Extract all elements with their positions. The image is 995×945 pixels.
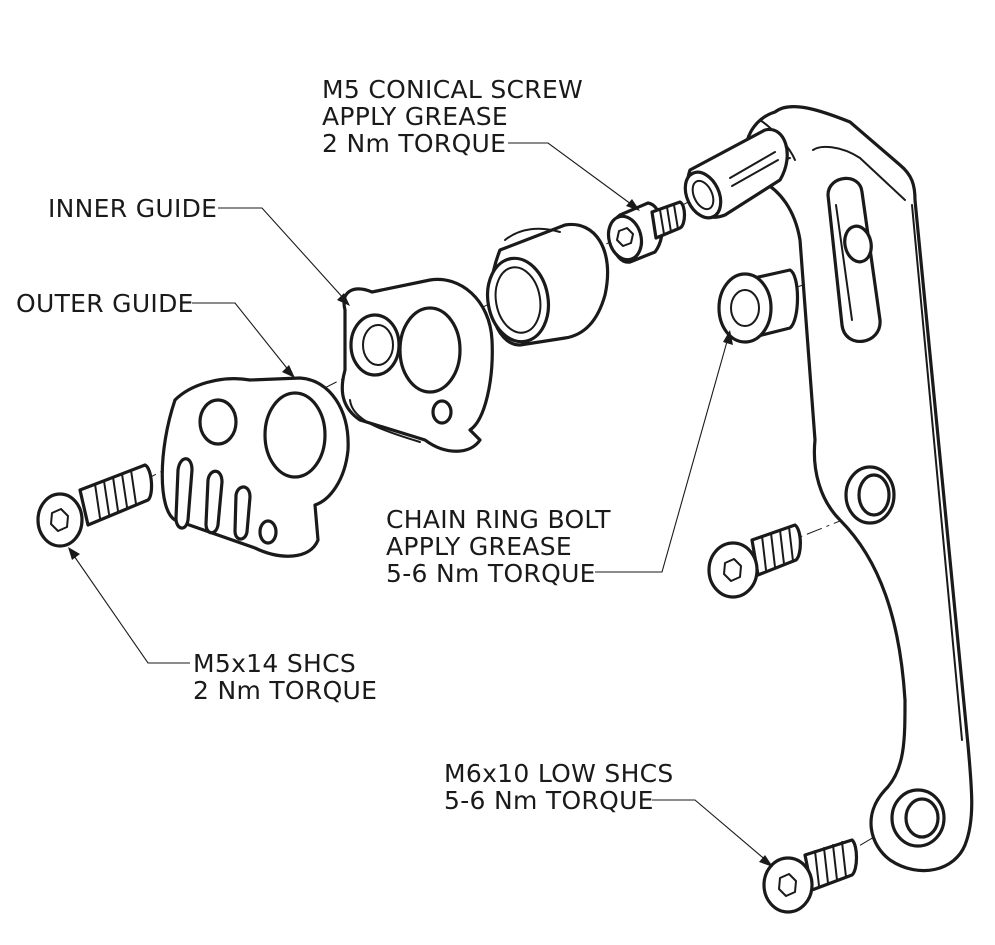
- chain-ring-bolt-head: [717, 272, 773, 344]
- callout-m6x10-line-2: 5-6 Nm TORQUE: [444, 786, 654, 815]
- arrow-outer-guide: [282, 365, 295, 378]
- m6-lower-head: [762, 856, 814, 914]
- leader-lines: [68, 142, 773, 867]
- outer-guide-slot-2: [204, 469, 224, 535]
- conical-screw-face: [606, 214, 644, 262]
- callout-m6x10-line-1: M6x10 LOW SHCS: [444, 759, 674, 788]
- arrow-chain-ring-bolt: [723, 330, 733, 345]
- bracket-top-edge: [812, 145, 906, 201]
- sleeve-slit-2: [731, 159, 779, 187]
- outer-guide-slot-1: [174, 457, 194, 530]
- callout-conical-screw: M5 CONICAL SCREW APPLY GREASE 2 Nm TORQU…: [322, 75, 583, 158]
- leader-outer-guide: [192, 302, 291, 373]
- inner-guide-lower-edge: [349, 399, 421, 443]
- m6x10-low-shcs-lower: [762, 838, 859, 914]
- callout-m5x14-shcs: M5x14 SHCS 2 Nm TORQUE: [193, 649, 377, 705]
- arrow-inner-guide: [337, 293, 350, 306]
- bushing-lip: [504, 227, 561, 241]
- sleeve-slit: [729, 151, 776, 179]
- m6-lower-threads: [814, 841, 847, 887]
- outer-guide-hole-center: [263, 391, 327, 479]
- outer-guide-hole-upper: [198, 398, 238, 446]
- m5-conical-screw: [606, 200, 687, 264]
- m5-shcs-head: [36, 492, 84, 548]
- m6x10-low-shcs-upper: [707, 523, 802, 599]
- callout-outer-guide: OUTER GUIDE: [16, 289, 194, 318]
- leader-conical-screw: [508, 142, 636, 208]
- bushing-spacer: [485, 222, 610, 347]
- m6-upper-head: [707, 541, 759, 599]
- inner-guide-hole-left-outer: [349, 313, 401, 377]
- callout-chain-ring-bolt-line-1: CHAIN RING BOLT: [386, 505, 611, 534]
- m5-shcs-threads: [94, 469, 137, 519]
- callout-chain-ring-bolt: CHAIN RING BOLT APPLY GREASE 5-6 Nm TORQ…: [386, 505, 611, 588]
- m6-lower-hex-socket: [778, 873, 797, 897]
- callout-conical-screw-line-3: 2 Nm TORQUE: [322, 129, 506, 158]
- outer-guide-part: [160, 376, 350, 558]
- leader-m5x14: [71, 552, 190, 664]
- m6-upper-thread-body: [750, 523, 802, 577]
- chain-ring-bolt: [717, 268, 800, 344]
- m6-upper-hex-socket: [723, 558, 742, 582]
- callout-m5x14-line-2: 2 Nm TORQUE: [193, 676, 377, 705]
- m5x14-shcs-screw: [36, 463, 154, 548]
- leader-chain-ring-bolt: [595, 337, 729, 573]
- arrow-conical-screw: [626, 199, 640, 211]
- inner-guide-small-hole: [431, 399, 453, 425]
- conical-screw-hex-socket: [616, 227, 634, 247]
- leader-m6x10: [652, 799, 769, 863]
- bushing-bore: [494, 266, 542, 334]
- callout-inner-guide: INNER GUIDE: [48, 194, 217, 223]
- conical-screw-threads: [659, 204, 679, 235]
- outer-guide-small-hole: [258, 519, 278, 545]
- inner-guide-hole-left-inner: [362, 324, 394, 366]
- m5-shcs-hex-socket: [50, 508, 69, 532]
- arrow-m5x14: [68, 547, 80, 560]
- inner-guide-hole-center: [398, 306, 462, 394]
- callout-conical-screw-line-2: APPLY GREASE: [322, 102, 508, 131]
- callout-m6x10-low-shcs: M6x10 LOW SHCS 5-6 Nm TORQUE: [444, 759, 674, 815]
- callout-chain-ring-bolt-line-3: 5-6 Nm TORQUE: [386, 559, 596, 588]
- outer-guide-slot-3: [233, 485, 252, 541]
- arrow-m6x10: [759, 855, 773, 867]
- callout-conical-screw-line-1: M5 CONICAL SCREW: [322, 75, 583, 104]
- mounting-bracket: [744, 105, 974, 873]
- bracket-hole-lower-inner: [904, 797, 940, 839]
- m6-upper-threads: [761, 526, 794, 571]
- inner-guide-part: [340, 277, 494, 453]
- bracket-hole-upper: [843, 224, 873, 264]
- conical-sleeve: [683, 127, 789, 220]
- slot-inner-line: [835, 204, 853, 321]
- leader-inner-guide: [218, 207, 346, 301]
- callout-m5x14-line-1: M5x14 SHCS: [193, 649, 356, 678]
- callout-chain-ring-bolt-line-2: APPLY GREASE: [386, 532, 572, 561]
- bracket-right-edge: [911, 204, 963, 741]
- sleeve-bore: [691, 179, 715, 211]
- bracket-hole-middle-inner: [857, 473, 891, 517]
- chain-ring-bolt-socket: [730, 289, 760, 327]
